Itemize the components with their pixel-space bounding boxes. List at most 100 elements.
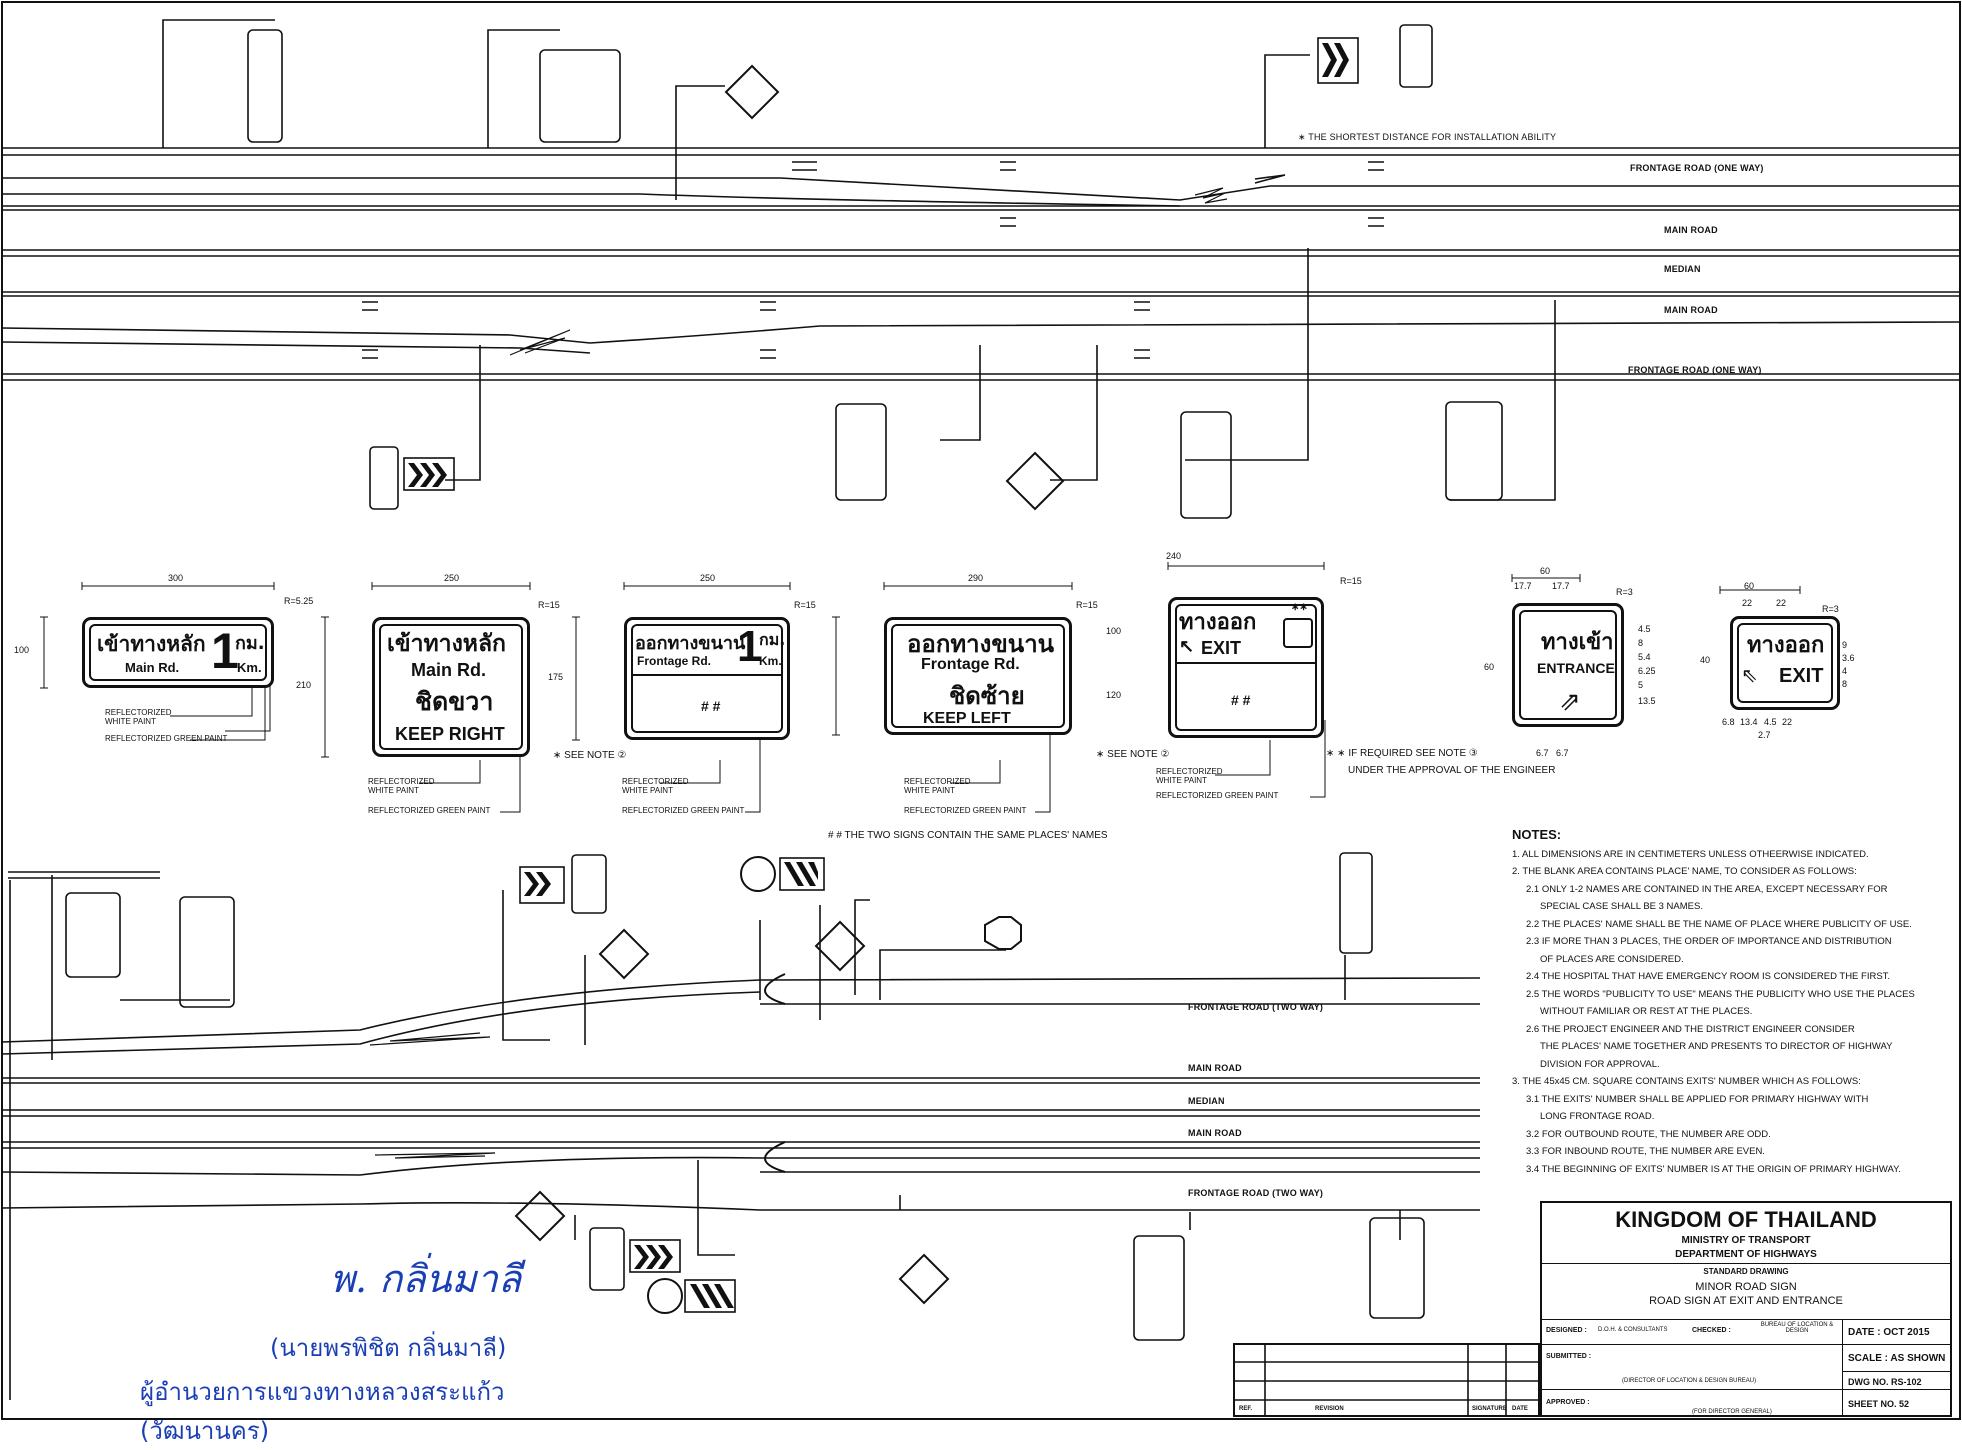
- detail-sign-exit: ทางออก ↖ EXIT ∗∗ # #: [1168, 597, 1324, 738]
- sign7-eng: EXIT: [1779, 665, 1824, 687]
- sign3-eng: Frontage Rd.: [637, 654, 711, 668]
- rev-revision-label: REVISION: [1315, 1406, 1344, 1412]
- dim-height-sign3: 175: [548, 672, 564, 682]
- dim-bottom-sign6-a: 6.7: [1536, 748, 1549, 758]
- signature-handwritten: พ. กลิ่นมาลี: [330, 1257, 522, 1301]
- title-date: DATE : OCT 2015: [1848, 1327, 1930, 1338]
- callout-if-required: ∗ ∗ IF REQUIRED SEE NOTE ③: [1326, 748, 1478, 759]
- title-divider-3: [1542, 1344, 1950, 1345]
- label-reflectorized-white-1: REFLECTORIZED WHITE PAINT: [105, 708, 172, 726]
- detail-sign-exit-small: ทางออก ⇖ EXIT: [1730, 616, 1840, 710]
- note-line: 3. THE 45x45 CM. SQUARE CONTAINS EXITS' …: [1512, 1076, 1861, 1087]
- dim-right-sign7-b: 3.6: [1842, 653, 1855, 663]
- sign4-thai-2: ชิดซ้าย: [949, 682, 1025, 710]
- dim-right-sign7-a: 9: [1842, 640, 1848, 650]
- detail-sign-keep-right: เข้าทางหลัก Main Rd. ชิดขวา KEEP RIGHT: [372, 617, 530, 757]
- dim-width-sign6: 60: [1540, 566, 1551, 576]
- dim-radius-sign2: R=15: [538, 600, 560, 610]
- sign3-number: 1: [737, 622, 762, 671]
- sign5-thai: ทางออก: [1179, 610, 1257, 635]
- rev-signature-label: SIGNATURE: [1472, 1406, 1507, 1412]
- road-label-main-bottom: MAIN ROAD: [1188, 1063, 1242, 1073]
- label-reflectorized-green-5: REFLECTORIZED GREEN PAINT: [1156, 791, 1279, 800]
- designed-label: DESIGNED :: [1546, 1327, 1587, 1334]
- dim-height-sign2: 210: [296, 680, 312, 690]
- sign1-eng: Main Rd.: [125, 660, 180, 675]
- sign2-eng-2: KEEP RIGHT: [395, 724, 505, 744]
- sign2-eng: Main Rd.: [411, 660, 486, 680]
- dim-bottom2-sign7: 2.7: [1758, 730, 1771, 740]
- sign1-number: 1: [211, 623, 239, 679]
- dim-bottom-sign7-c: 4.5: [1764, 717, 1777, 727]
- bottom-road-plan: [1, 852, 1540, 1417]
- dim-height2-sign5: 120: [1106, 690, 1122, 700]
- label-reflectorized-green-4: REFLECTORIZED GREEN PAINT: [904, 806, 1027, 815]
- sign5-exit-number-box: [1283, 618, 1313, 648]
- dim-right-sign7-c: 4: [1842, 666, 1848, 676]
- title-dwg: DWG NO. RS-102: [1848, 1377, 1922, 1387]
- road-label-main-top: MAIN ROAD: [1664, 225, 1718, 235]
- sign7-arrow-icon: ⇖: [1741, 665, 1758, 687]
- top-road-signs: [247, 24, 1503, 519]
- dim-right-sign6-a: 4.5: [1638, 624, 1651, 634]
- dim-radius-sign4: R=15: [1076, 600, 1098, 610]
- dim-bottom-sign7-b: 13.4: [1740, 717, 1758, 727]
- road-label-main-bottom-2: MAIN ROAD: [1188, 1128, 1242, 1138]
- sign6-thai: ทางเข้า: [1541, 630, 1614, 655]
- title-ministry: MINISTRY OF TRANSPORT: [1681, 1235, 1811, 1246]
- sign5-places: # #: [1231, 692, 1251, 708]
- note-line: 2.1 ONLY 1-2 NAMES ARE CONTAINED IN THE …: [1526, 883, 1888, 895]
- dim-width-sign4: 290: [968, 573, 984, 583]
- label-reflectorized-green-3: REFLECTORIZED GREEN PAINT: [622, 806, 745, 815]
- sign6-eng: ENTRANCE: [1537, 660, 1615, 676]
- sign3-unit-thai: กม.: [759, 630, 786, 649]
- dim-height-sign1: 100: [14, 645, 30, 655]
- sign5-marks: ∗∗: [1291, 602, 1308, 613]
- signature-stamp: พ. กลิ่นมาลี (นายพรพิชิต กลิ่นมาลี) ผู้อ…: [140, 1248, 560, 1445]
- dim-right-sign6-f: 13.5: [1638, 696, 1656, 706]
- sign5-divider: [1175, 662, 1317, 664]
- note-line: 3.3 FOR INBOUND ROUTE, THE NUMBER ARE EV…: [1526, 1146, 1765, 1157]
- dim-radius-sign5: R=15: [1340, 576, 1362, 586]
- dim-right-sign7-d: 8: [1842, 679, 1848, 689]
- sign1-unit-thai: กม.: [235, 633, 265, 654]
- dim-height-sign7: 40: [1700, 655, 1711, 665]
- rev-ref-label: REF.: [1239, 1406, 1253, 1412]
- submitted-sub: (DIRECTOR OF LOCATION & DESIGN BUREAU): [1622, 1378, 1757, 1384]
- sign3-divider: [631, 674, 783, 676]
- road-label-frontage-top-2: FRONTAGE ROAD (ONE WAY): [1628, 365, 1762, 375]
- title-divider-4: [1842, 1371, 1950, 1372]
- title-line-2: ROAD SIGN AT EXIT AND ENTRANCE: [1649, 1295, 1843, 1307]
- note-line: 2.6 THE PROJECT ENGINEER AND THE DISTRIC…: [1526, 1023, 1855, 1035]
- revision-block: REF. REVISION SIGNATURE DATE: [1233, 1343, 1540, 1417]
- approved-label: APPROVED :: [1546, 1399, 1590, 1406]
- detail-sign-frontage-1km: ออกทางขนาน Frontage Rd. 1 กม. Km. # #: [624, 617, 790, 740]
- label-reflectorized-green-1: REFLECTORIZED GREEN PAINT: [105, 734, 228, 743]
- dim-width-sign5: 240: [1166, 551, 1182, 561]
- label-reflectorized-green-2: REFLECTORIZED GREEN PAINT: [368, 806, 491, 815]
- callout-shortest-distance: ∗ THE SHORTEST DISTANCE FOR INSTALLATION…: [1298, 132, 1557, 142]
- checked-label: CHECKED :: [1692, 1327, 1731, 1334]
- note-line: 2. THE BLANK AREA CONTAINS PLACE' NAME, …: [1512, 866, 1857, 877]
- note-line: 2.2 THE PLACES' NAME SHALL BE THE NAME O…: [1526, 918, 1912, 930]
- dim-right-sign6-c: 5.4: [1638, 652, 1651, 662]
- sign3-thai: ออกทางขนาน: [635, 633, 746, 654]
- title-divider-5: [1542, 1389, 1950, 1390]
- dim-width-sign2: 250: [444, 573, 460, 583]
- sign1-thai: เข้าทางหลัก: [97, 632, 206, 656]
- detail-sign-entrance: ทางเข้า ENTRANCE ⇗: [1512, 603, 1624, 727]
- label-reflectorized-white-4: REFLECTORIZED WHITE PAINT: [904, 777, 971, 795]
- dim-width-sign7: 60: [1744, 581, 1755, 591]
- label-reflectorized-white-5: REFLECTORIZED WHITE PAINT: [1156, 767, 1223, 785]
- signature-name: (นายพรพิชิต กลิ่นมาลี): [270, 1334, 507, 1362]
- dim-bottom-sign7-a: 6.8: [1722, 717, 1735, 727]
- title-kingdom: KINGDOM OF THAILAND: [1615, 1207, 1877, 1232]
- road-label-main-top-2: MAIN ROAD: [1664, 305, 1718, 315]
- note-line: SPECIAL CASE SHALL BE 3 NAMES.: [1540, 901, 1703, 912]
- approved-sub: (FOR DIRECTOR GENERAL): [1692, 1409, 1772, 1415]
- note-line: OF PLACES ARE CONSIDERED.: [1540, 953, 1684, 965]
- sign3-places: # #: [701, 698, 721, 714]
- sign1-unit-eng: Km.: [237, 660, 262, 675]
- detail-sign-keep-left: ออกทางขนาน Frontage Rd. ชิดซ้าย KEEP LEF…: [884, 617, 1072, 735]
- sign6-arrow-icon: ⇗: [1559, 686, 1581, 716]
